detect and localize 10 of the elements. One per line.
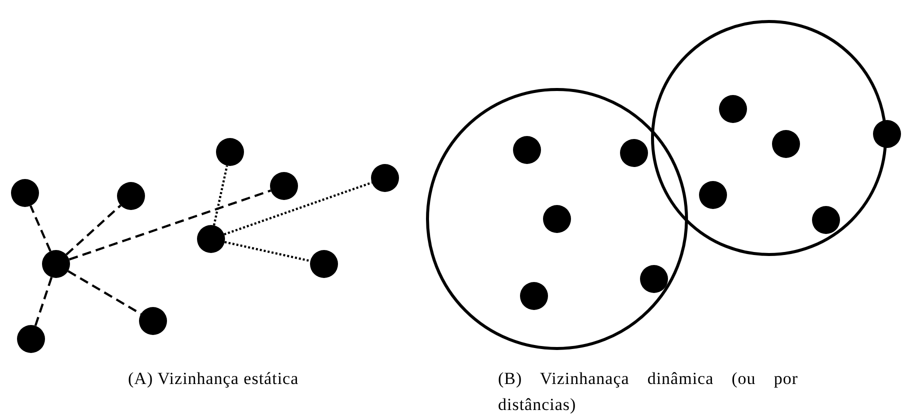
dotted-line (224, 240, 311, 262)
dotted-line (224, 182, 372, 236)
caption: (B) Vizinhanaça dinâmica (ou por distâncias) (498, 368, 798, 416)
dashed-line (34, 276, 53, 326)
dashed-line (66, 204, 122, 256)
dashed-line (30, 205, 52, 252)
caption: (A) Vizinhança estática (128, 368, 300, 390)
dotted-line (212, 165, 228, 226)
dashed-line (68, 189, 272, 261)
dashed-line (68, 270, 142, 315)
